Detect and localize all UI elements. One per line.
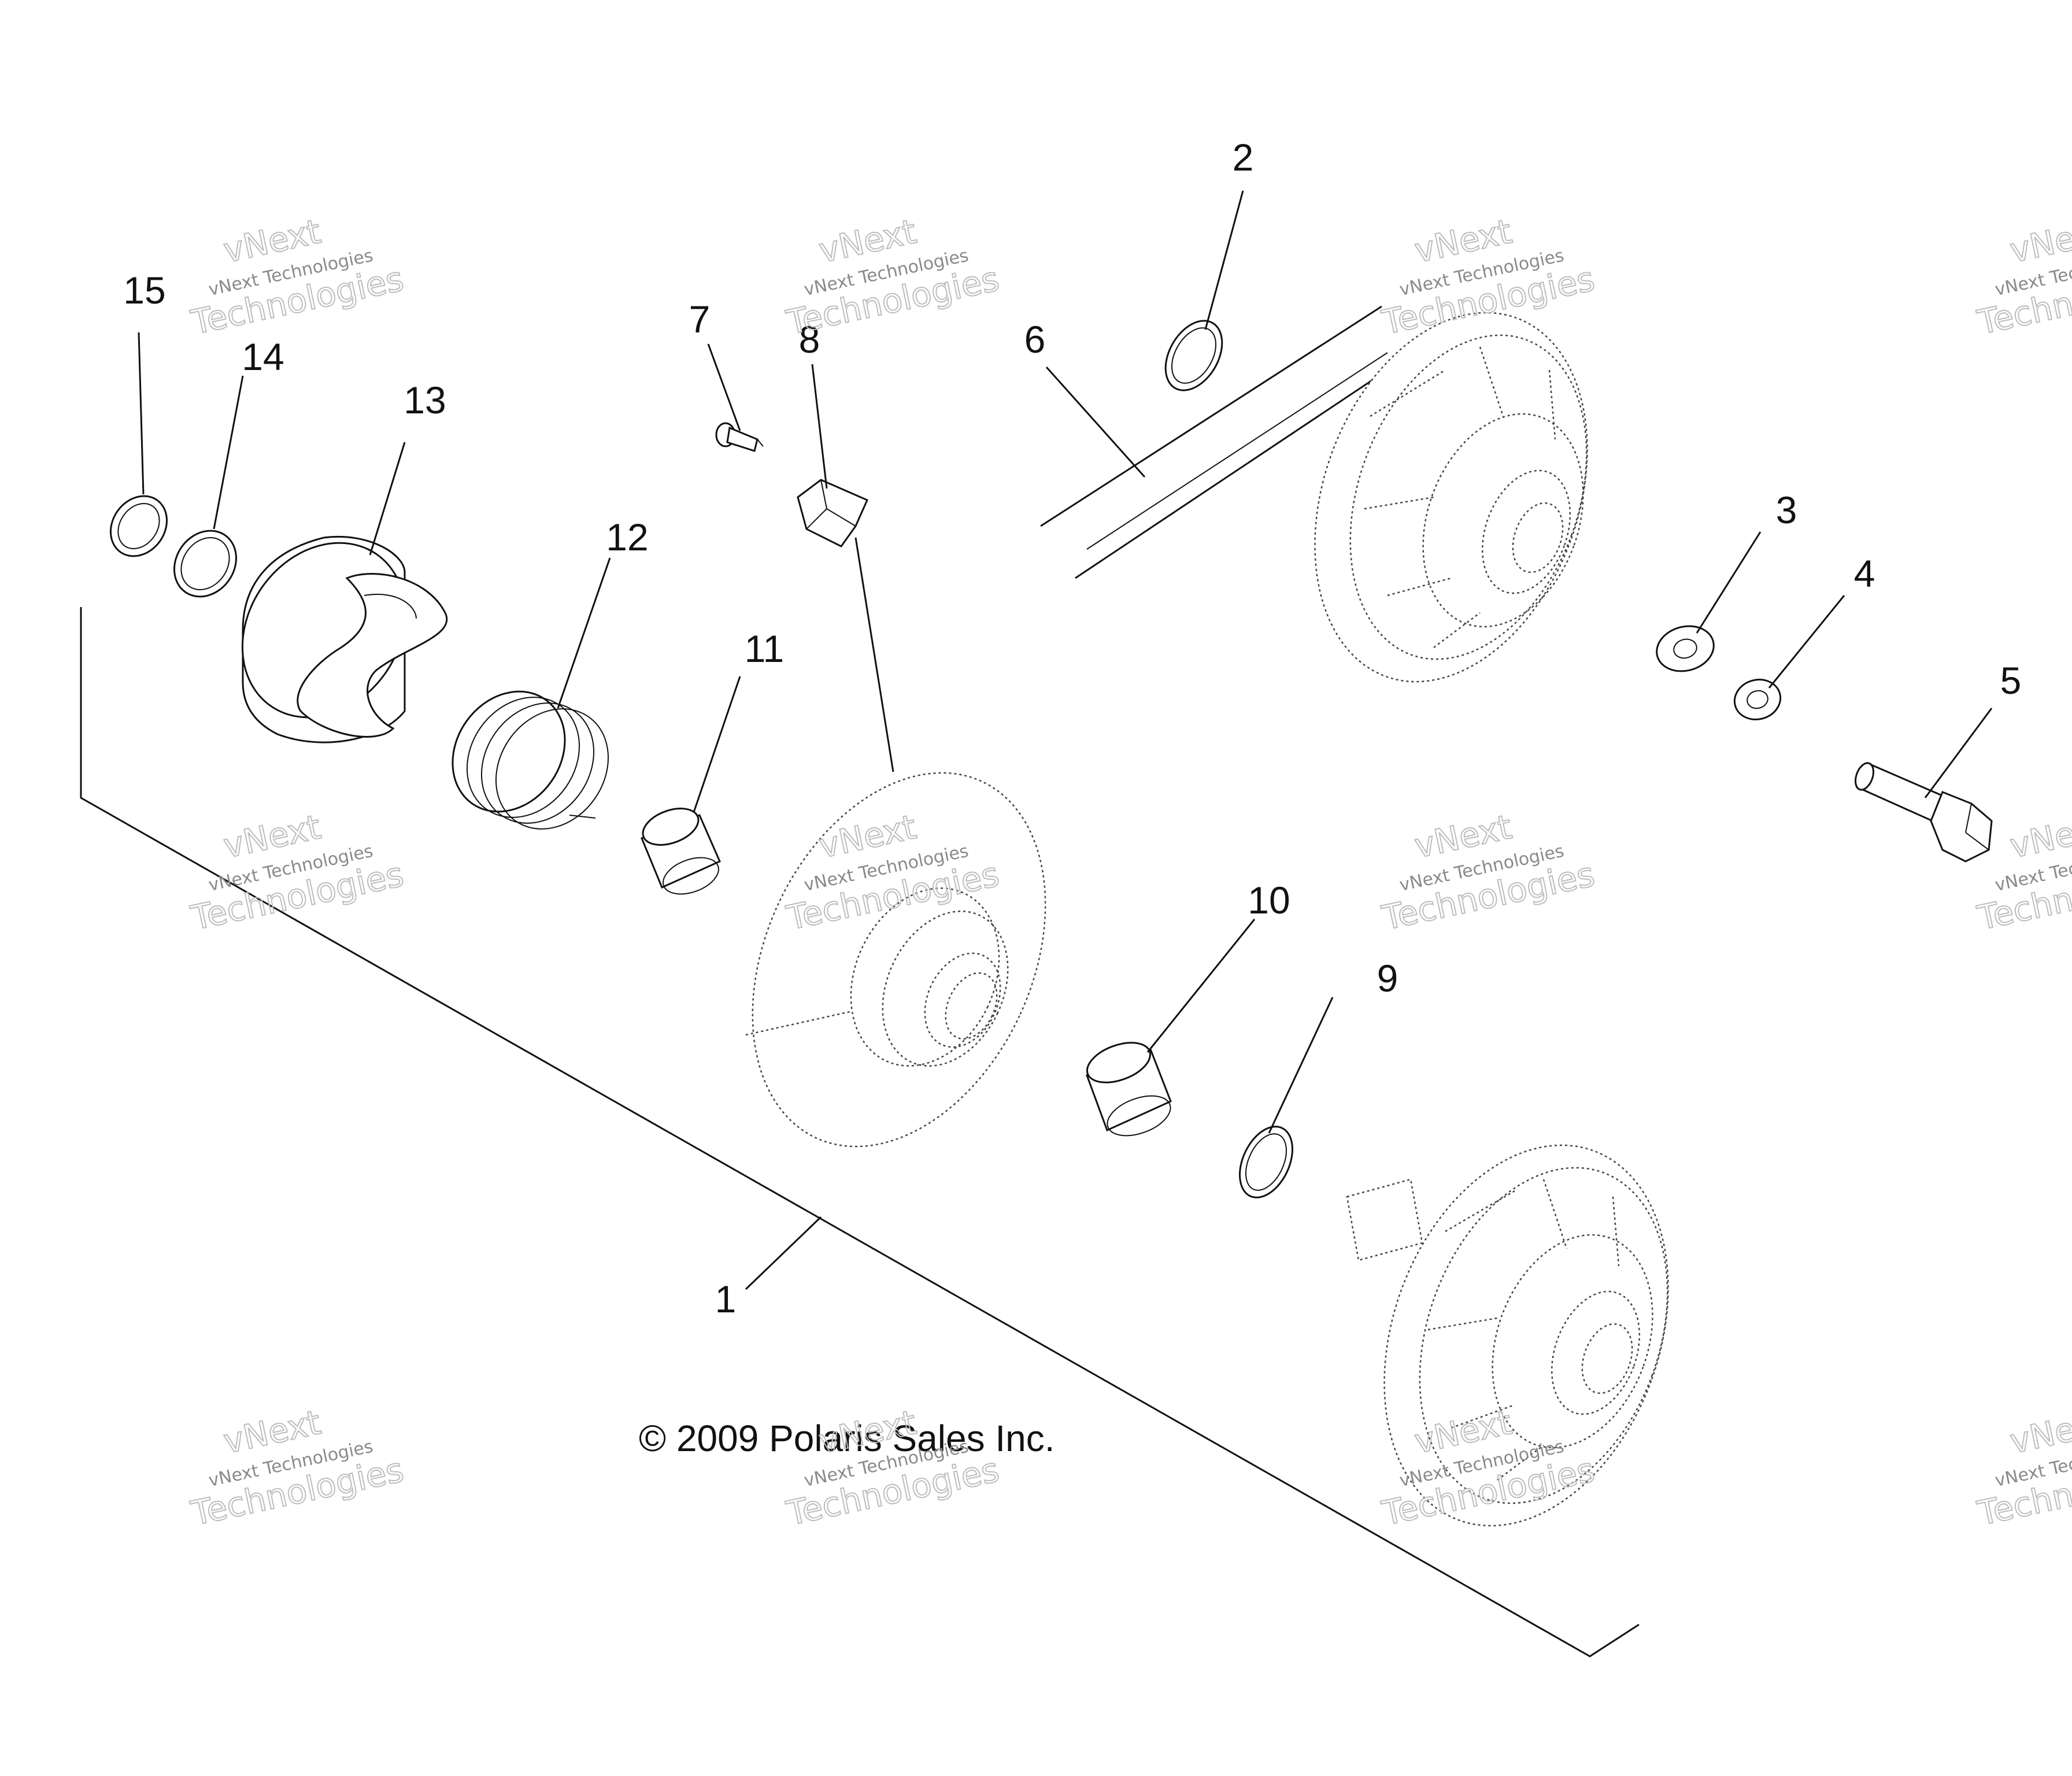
part-12-spring — [452, 690, 609, 830]
upper-clutch-reference — [1314, 312, 1588, 683]
part-14-washer — [173, 530, 237, 598]
callout-numbers: 1 2 3 4 5 6 7 8 9 10 11 12 13 14 15 — [123, 136, 2021, 1320]
callout-8: 8 — [799, 318, 820, 361]
part-6-belt — [1040, 305, 1388, 579]
part-9-washer — [1239, 1126, 1293, 1198]
callout-15: 15 — [123, 269, 165, 312]
part-3-washer — [1656, 625, 1715, 672]
callout-14: 14 — [242, 335, 284, 378]
callout-2: 2 — [1233, 136, 1254, 179]
callout-3: 3 — [1776, 489, 1797, 531]
callout-9: 9 — [1377, 957, 1398, 1000]
part-2-washer — [1164, 320, 1223, 391]
part-8-shoe — [797, 479, 868, 547]
watermark: vNext vNext Technologies Technologies — [187, 211, 408, 343]
callout-1: 1 — [715, 1278, 737, 1320]
callout-13: 13 — [404, 379, 446, 421]
watermarks: vNext vNext Technologies Technologies vN… — [187, 211, 2072, 1534]
svg-text:vNext: vNext — [2007, 212, 2072, 271]
copyright-text: © 2009 Polaris Sales Inc. — [639, 1418, 1055, 1459]
watermark: vNext vNext Technologies Technologies — [1973, 211, 2072, 343]
watermark: vNext vNext Technologies Technologies — [782, 211, 1003, 343]
callout-5: 5 — [2000, 659, 2022, 702]
assembly-bracket — [80, 607, 1640, 1657]
part-1-movable-sheave — [745, 772, 1046, 1148]
watermark: vNext vNext Technologies Technologies — [782, 1402, 1003, 1534]
leader-lines — [138, 190, 1993, 1290]
callout-12: 12 — [606, 516, 648, 558]
callout-7: 7 — [689, 298, 711, 341]
watermark: vNext vNext Technologies Technologies — [1378, 211, 1599, 343]
part-5-bolt — [1854, 761, 1993, 863]
callout-10: 10 — [1248, 879, 1290, 922]
part-7-screw — [715, 422, 764, 452]
part-15-snap-ring — [109, 495, 168, 557]
part-4-washer — [1733, 679, 1782, 720]
part-13-helix-cam — [241, 536, 448, 743]
watermark: vNext vNext Technologies Technologies — [1378, 806, 1599, 938]
lower-clutch-reference — [1346, 1144, 1669, 1527]
callout-4: 4 — [1854, 552, 1875, 595]
svg-text:vNext: vNext — [2007, 1403, 2072, 1462]
watermark: vNext vNext Technologies Technologies — [187, 806, 408, 938]
watermark: vNext vNext Technologies Technologies — [187, 1402, 408, 1534]
part-10-bushing — [1086, 1042, 1172, 1137]
callout-6: 6 — [1024, 318, 1046, 361]
watermark: vNext vNext Technologies Technologies — [1973, 1402, 2072, 1534]
callout-11: 11 — [745, 627, 785, 670]
part-11-bushing — [641, 808, 721, 895]
svg-text:vNext: vNext — [2007, 807, 2072, 866]
